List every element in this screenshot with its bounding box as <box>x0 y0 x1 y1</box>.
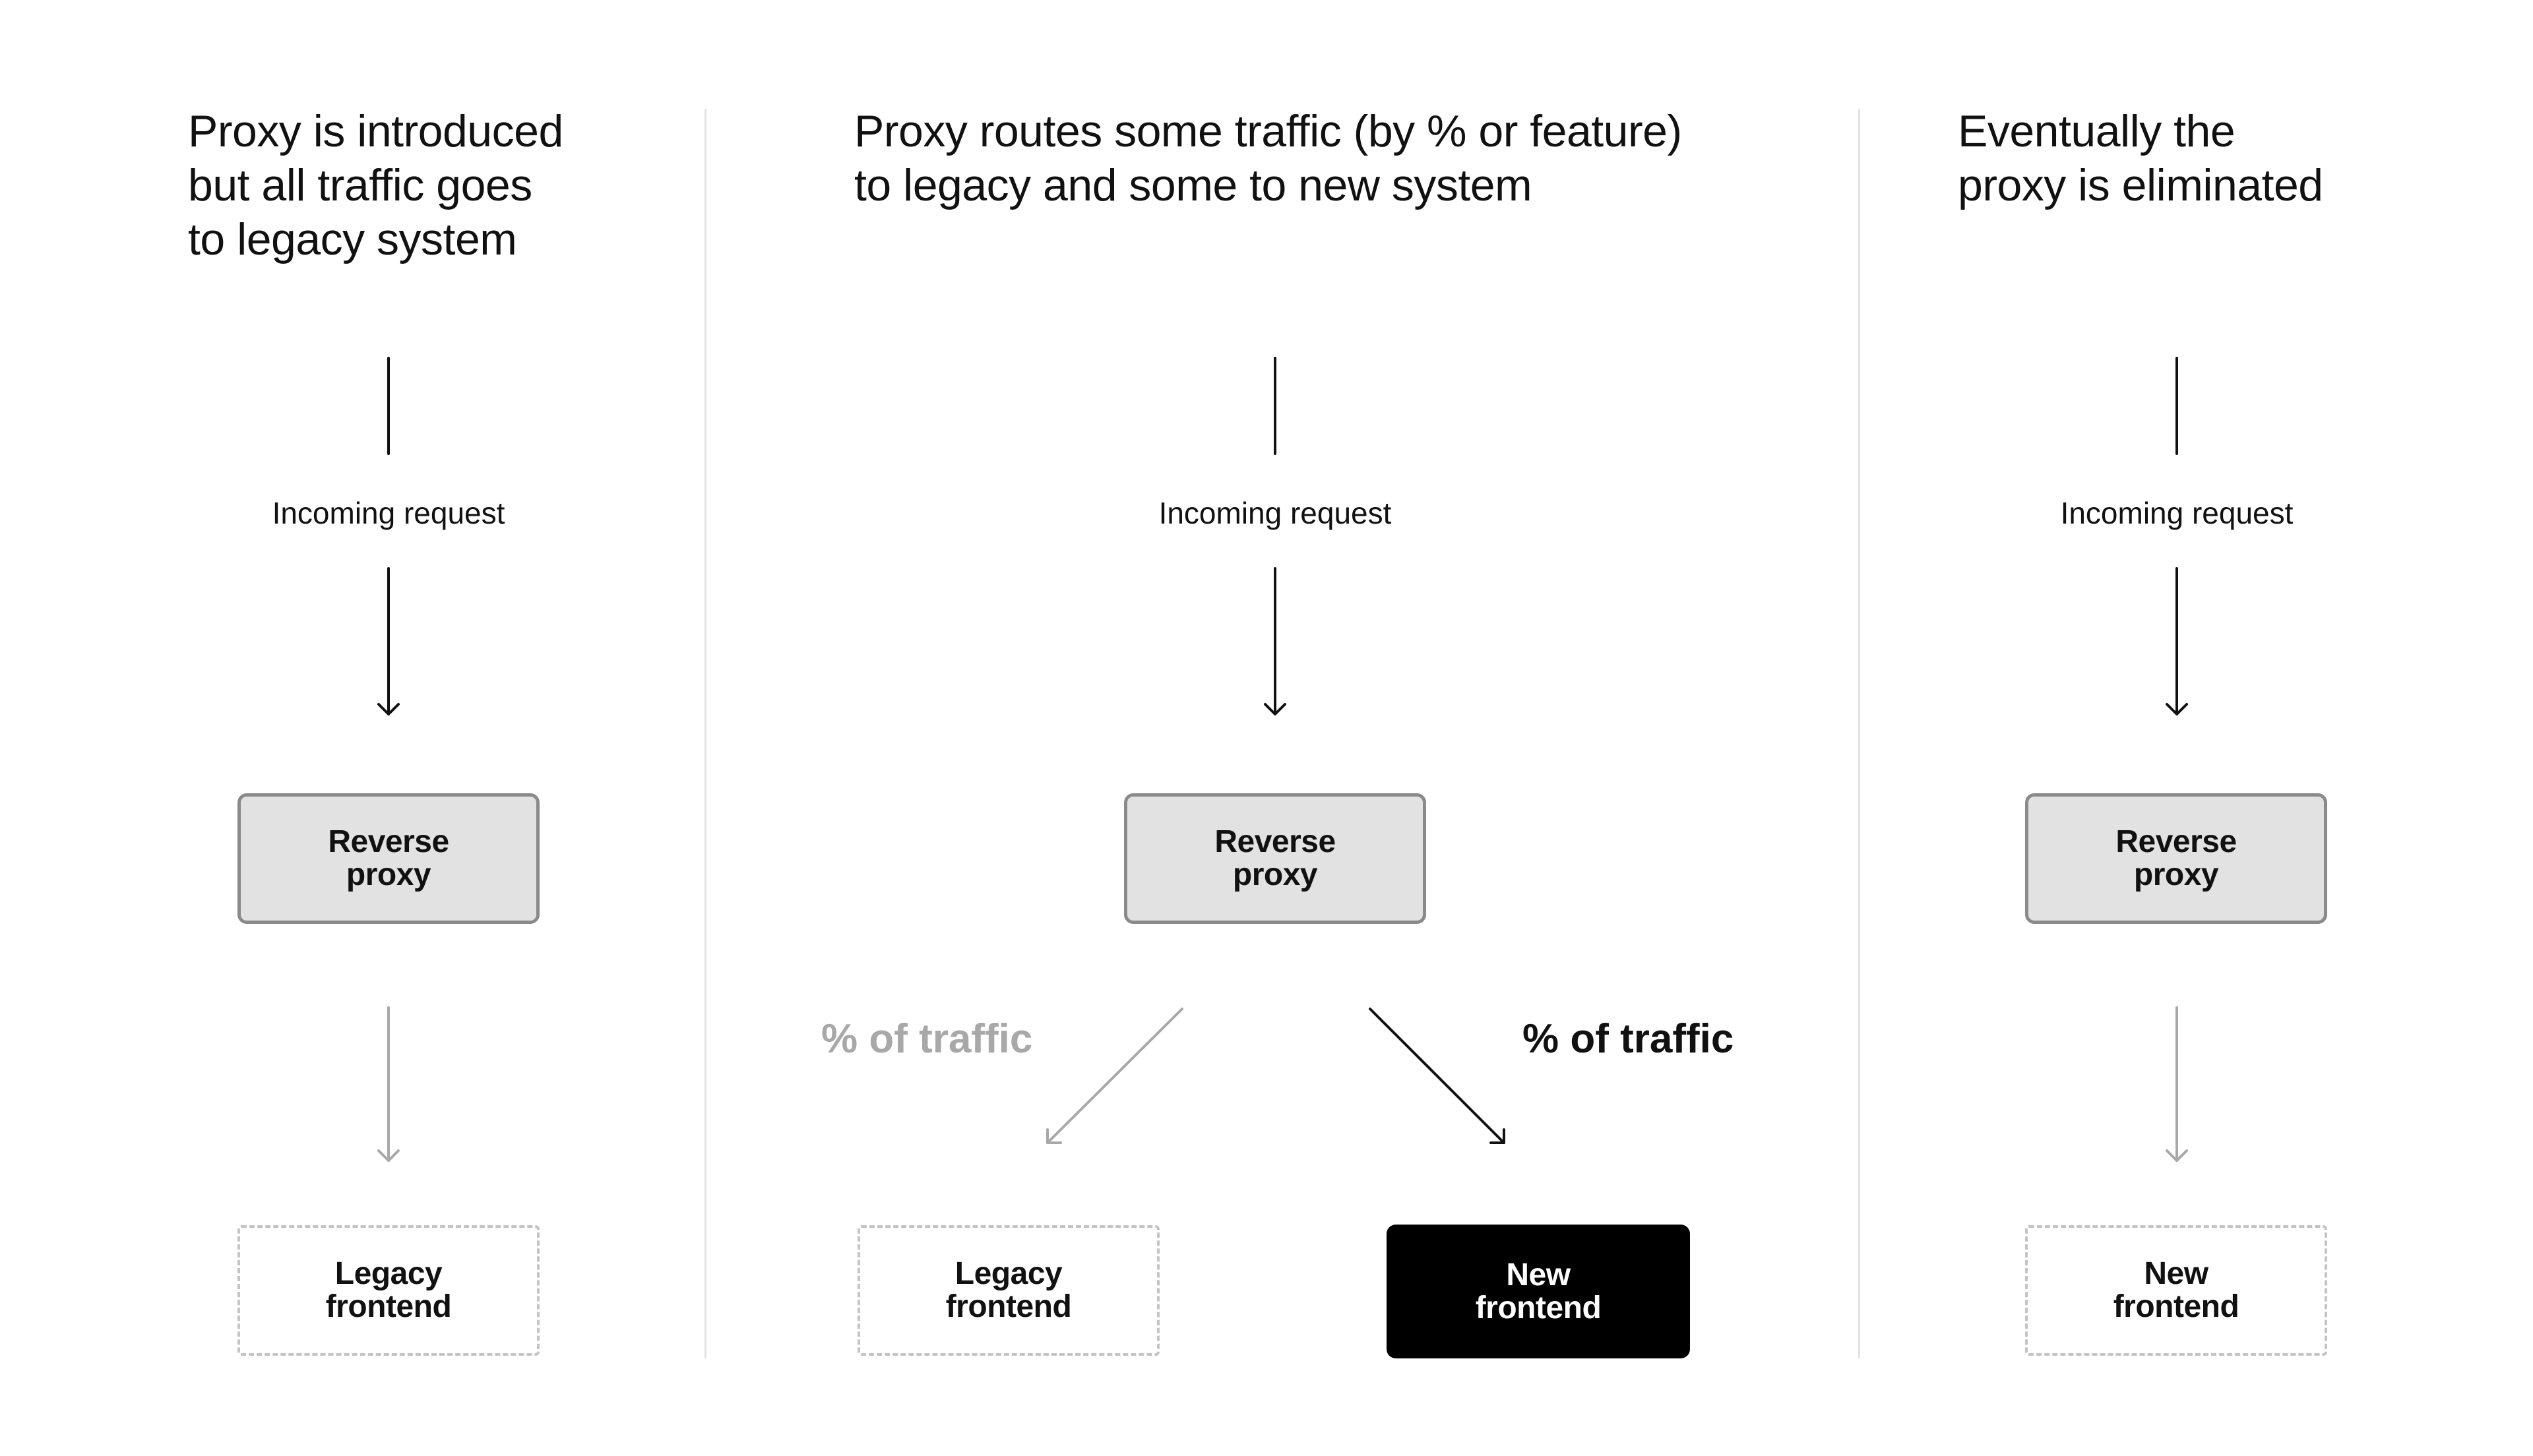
column-3-request-arrowhead <box>2166 703 2188 715</box>
legacy-traffic-label: % of traffic <box>821 1016 1033 1062</box>
column-3-new-frontend-box: New frontend <box>2025 1225 2327 1356</box>
column-2-legacy-arrow <box>1046 1008 1183 1144</box>
column-2-new-arrow <box>1369 1008 1505 1144</box>
column-1-request-arrowhead <box>377 703 400 715</box>
column-2-legacy-frontend-box: Legacy frontend <box>858 1225 1160 1356</box>
column-2-heading: Proxy routes some traffic (by % or featu… <box>854 106 1682 210</box>
column-3-heading: Eventually the proxy is eliminated <box>1958 106 2323 210</box>
column-2-request-arrowhead <box>1264 703 1286 715</box>
column-1-reverse-proxy-box: Reverse proxy <box>237 793 540 924</box>
column-2-new-arrowhead <box>1489 1128 1505 1144</box>
column-3-incoming-request-label: Incoming request <box>2060 496 2294 530</box>
column-1-incoming-request-label: Incoming request <box>272 496 505 530</box>
column-divider-1 <box>704 109 706 1358</box>
column-1-legacy-arrowhead <box>377 1149 400 1162</box>
column-3-reverse-proxy-box: Reverse proxy <box>2025 793 2327 924</box>
column-1-legacy-frontend-box: Legacy frontend <box>237 1225 540 1356</box>
column-3-new-arrowhead <box>2166 1149 2188 1162</box>
column-divider-2 <box>1858 109 1860 1358</box>
column-2-legacy-arrowhead <box>1046 1128 1062 1144</box>
column-2-new-frontend-box: New frontend <box>1387 1225 1690 1358</box>
new-traffic-label: % of traffic <box>1522 1016 1734 1062</box>
column-2-incoming-request-label: Incoming request <box>1158 496 1392 530</box>
column-2-reverse-proxy-box: Reverse proxy <box>1124 793 1426 924</box>
column-1-heading: Proxy is introduced but all traffic goes… <box>188 106 563 264</box>
